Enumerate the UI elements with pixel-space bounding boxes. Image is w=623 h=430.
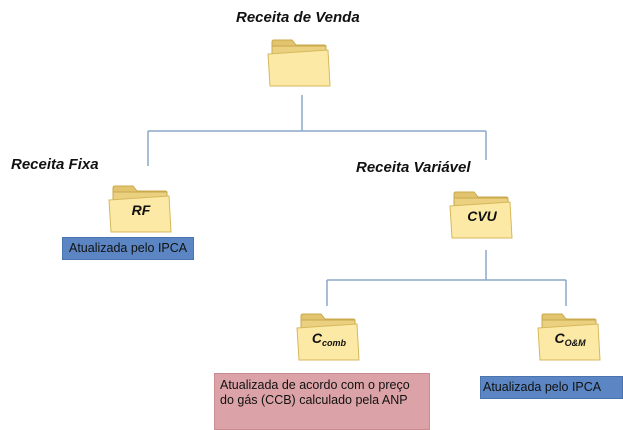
root-folder-icon <box>266 38 334 88</box>
comb-folder-label: Ccomb <box>295 329 363 352</box>
rf-folder-icon: RF <box>107 184 175 234</box>
variable-revenue-title: Receita Variável <box>356 159 471 176</box>
fixed-update-note: Atualizada pelo IPCA <box>62 237 195 260</box>
comb-folder-icon: Ccomb <box>295 312 363 362</box>
rf-folder-label: RF <box>131 202 151 218</box>
cvu-folder-icon: CVU <box>448 190 516 240</box>
om-update-note: Atualizada pelo IPCA <box>480 376 623 399</box>
om-label-sub: O&M <box>564 338 586 348</box>
om-folder-icon: CO&M <box>536 312 604 362</box>
root-title: Receita de Venda <box>236 9 360 26</box>
om-folder-label: CO&M <box>536 329 604 352</box>
comb-update-note: Atualizada de acordo com o preço do gás … <box>214 373 430 430</box>
comb-label-main: C <box>311 330 323 346</box>
fixed-revenue-title: Receita Fixa <box>11 156 99 173</box>
comb-label-sub: comb <box>322 338 347 348</box>
om-label-main: C <box>554 330 565 346</box>
cvu-folder-label: CVU <box>467 208 497 224</box>
